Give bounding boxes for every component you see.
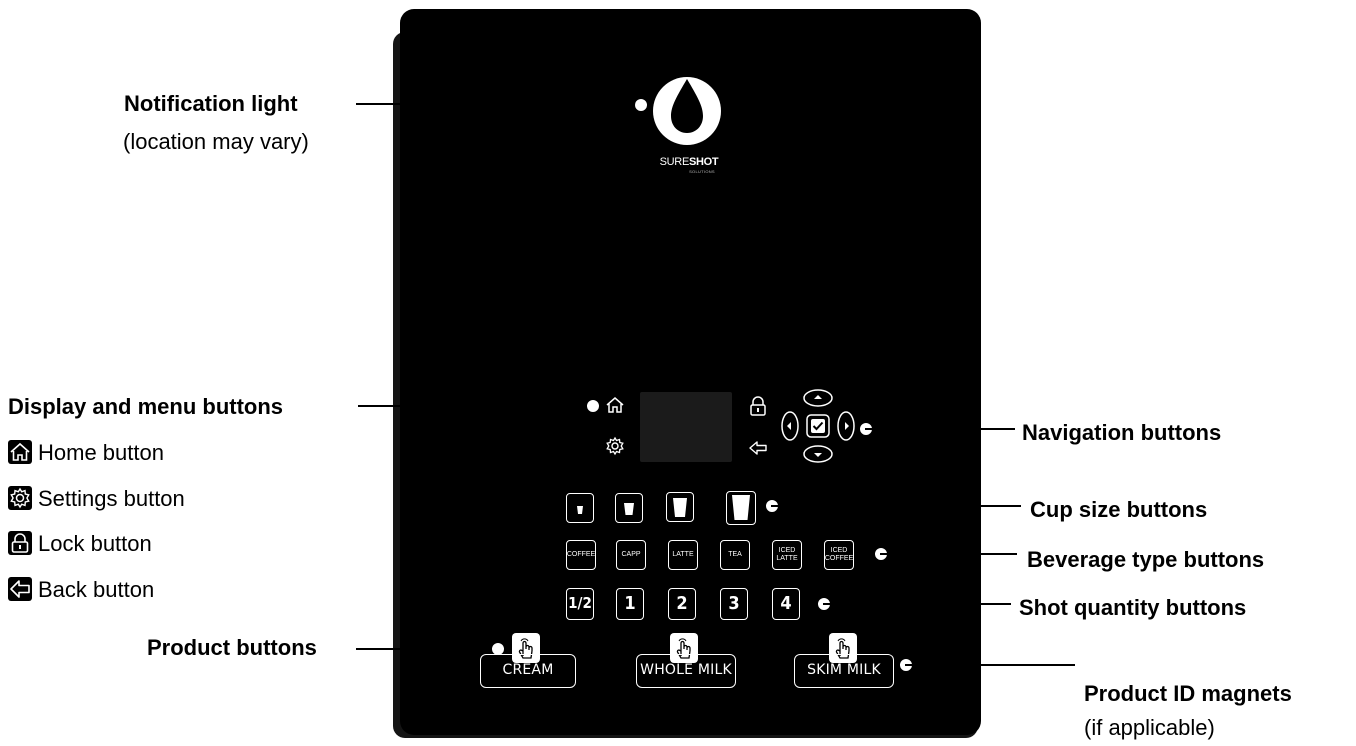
back-arrow-icon [8, 577, 32, 601]
nav-up-button[interactable] [804, 390, 832, 406]
shot-label: 1 [624, 593, 636, 614]
lock-icon [8, 531, 32, 555]
legend-lock-label: Lock button [38, 531, 152, 556]
cup-size-xlarge-button[interactable] [726, 491, 756, 525]
shot-label: 3 [728, 593, 740, 614]
legend-home-label: Home button [38, 440, 164, 465]
shot-4-button[interactable]: 4 [772, 588, 800, 620]
beverage-iced-coffee-button[interactable]: ICED COFFEE [824, 540, 854, 570]
beverage-label: TEA [728, 551, 742, 558]
beverage-capp-button[interactable]: CAPP [616, 540, 646, 570]
product-skim-milk-button[interactable] [829, 633, 857, 663]
beverage-latte-button[interactable]: LATTE [668, 540, 698, 570]
callout-dot [635, 99, 647, 111]
nav-ok-button[interactable] [807, 415, 829, 437]
shot-half-button[interactable]: 1/2 [566, 588, 594, 620]
brand-tagline: SOLUTIONS [689, 169, 715, 174]
nav-up-button [803, 389, 833, 407]
callout-line [771, 505, 1021, 507]
callout-notification-sub: (location may vary) [123, 129, 309, 154]
nav-right-button[interactable] [838, 412, 854, 440]
shot-label: 2 [676, 593, 688, 614]
callout-line [358, 405, 590, 407]
display-screen [640, 392, 732, 462]
callout-dot [587, 400, 599, 412]
callout-product-id-sub: (if applicable) [1084, 715, 1215, 740]
gear-icon[interactable] [605, 436, 625, 456]
beverage-label: ICED COFFEE [824, 547, 854, 562]
callout-notification-title: Notification light [124, 91, 298, 116]
lock-icon[interactable] [749, 396, 767, 416]
brand-light-text: SURE [659, 156, 690, 168]
nav-right-button [837, 411, 855, 441]
callout-beverage-title: Beverage type buttons [1027, 547, 1265, 572]
brand-logo: SURESHOT [644, 156, 734, 168]
callout-navigation-title: Navigation buttons [1022, 420, 1222, 445]
nav-left-button[interactable] [782, 412, 798, 440]
beverage-label: LATTE [672, 551, 694, 558]
beverage-iced-latte-button[interactable]: ICED LATTE [772, 540, 802, 570]
callout-line [356, 648, 496, 650]
nav-down-button [803, 445, 833, 463]
callout-display-title: Display and menu buttons [8, 394, 284, 419]
nav-left-button [781, 411, 799, 441]
shot-3-button[interactable]: 3 [720, 588, 748, 620]
shot-label: 4 [780, 593, 792, 614]
callout-dot [492, 643, 504, 655]
beverage-tea-button[interactable]: TEA [720, 540, 750, 570]
gear-icon [8, 486, 32, 510]
callout-line [823, 603, 1011, 605]
magnet-label: WHOLE MILK [640, 662, 732, 678]
legend-settings-label: Settings button [38, 486, 185, 511]
magnet-label: CREAM [502, 662, 554, 678]
hand-tap-icon [835, 638, 850, 659]
brand-bold-text: SHOT [689, 156, 719, 168]
beverage-coffee-button[interactable]: COFFEE [566, 540, 596, 570]
callout-product-id-title: Product ID magnets [1084, 681, 1292, 706]
magnet-whole-milk: WHOLE MILK [636, 654, 736, 688]
shot-label: 1/2 [568, 594, 592, 612]
shot-1-button[interactable]: 1 [616, 588, 644, 620]
notification-light-icon [653, 77, 721, 145]
callout-product-title: Product buttons [147, 635, 317, 660]
callout-line [905, 664, 1075, 666]
back-arrow-icon[interactable] [748, 440, 768, 456]
magnet-label: SKIM MILK [807, 662, 881, 678]
cup-size-small-button[interactable] [566, 493, 594, 523]
callout-line [880, 553, 1017, 555]
home-icon[interactable] [605, 396, 625, 414]
shot-2-button[interactable]: 2 [668, 588, 696, 620]
callout-line [356, 103, 639, 105]
nav-down-button[interactable] [804, 446, 832, 462]
callout-line [865, 428, 1015, 430]
product-whole-milk-button[interactable] [670, 633, 698, 663]
callout-cup-size-title: Cup size buttons [1030, 497, 1208, 522]
legend-back-label: Back button [38, 577, 155, 602]
beverage-label: CAPP [621, 551, 641, 558]
hand-tap-icon [676, 638, 691, 659]
magnet-skim-milk: SKIM MILK [794, 654, 894, 688]
home-icon [8, 440, 32, 464]
beverage-label: ICED LATTE [776, 547, 798, 562]
cup-size-large-button[interactable] [666, 492, 694, 522]
hand-tap-icon [518, 638, 533, 659]
product-cream-button[interactable] [512, 633, 540, 663]
cup-size-medium-button[interactable] [615, 493, 643, 523]
beverage-label: COFFEE [566, 551, 596, 558]
callout-shot-title: Shot quantity buttons [1019, 595, 1247, 620]
magnet-cream: CREAM [480, 654, 576, 688]
navigation-pad [781, 389, 855, 463]
